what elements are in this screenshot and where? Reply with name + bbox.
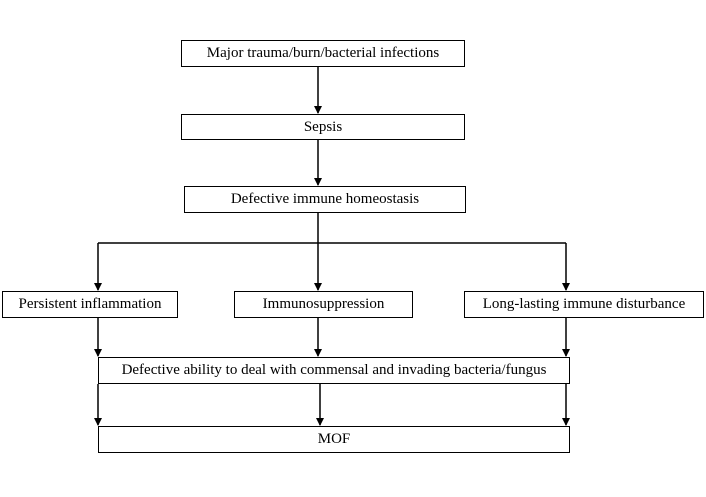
node-defective-ability-label: Defective ability to deal with commensal… bbox=[121, 362, 547, 378]
node-long-lasting-label: Long-lasting immune disturbance bbox=[482, 296, 686, 312]
node-immune-homeostasis: Defective immune homeostasis bbox=[184, 186, 466, 213]
node-trauma-label: Major trauma/burn/bacterial infections bbox=[206, 45, 440, 61]
node-persistent-inflammation: Persistent inflammation bbox=[2, 291, 178, 318]
node-mof: MOF bbox=[98, 426, 570, 453]
node-long-lasting-immune-disturbance: Long-lasting immune disturbance bbox=[464, 291, 704, 318]
node-immunosuppression-label: Immunosuppression bbox=[262, 296, 385, 312]
node-immunosuppression: Immunosuppression bbox=[234, 291, 413, 318]
node-trauma: Major trauma/burn/bacterial infections bbox=[181, 40, 465, 67]
node-mof-label: MOF bbox=[317, 431, 351, 447]
node-sepsis: Sepsis bbox=[181, 114, 465, 140]
node-immune-homeostasis-label: Defective immune homeostasis bbox=[230, 191, 420, 207]
node-sepsis-label: Sepsis bbox=[303, 118, 343, 135]
node-persistent-inflammation-label: Persistent inflammation bbox=[18, 296, 162, 312]
node-defective-ability: Defective ability to deal with commensal… bbox=[98, 357, 570, 384]
